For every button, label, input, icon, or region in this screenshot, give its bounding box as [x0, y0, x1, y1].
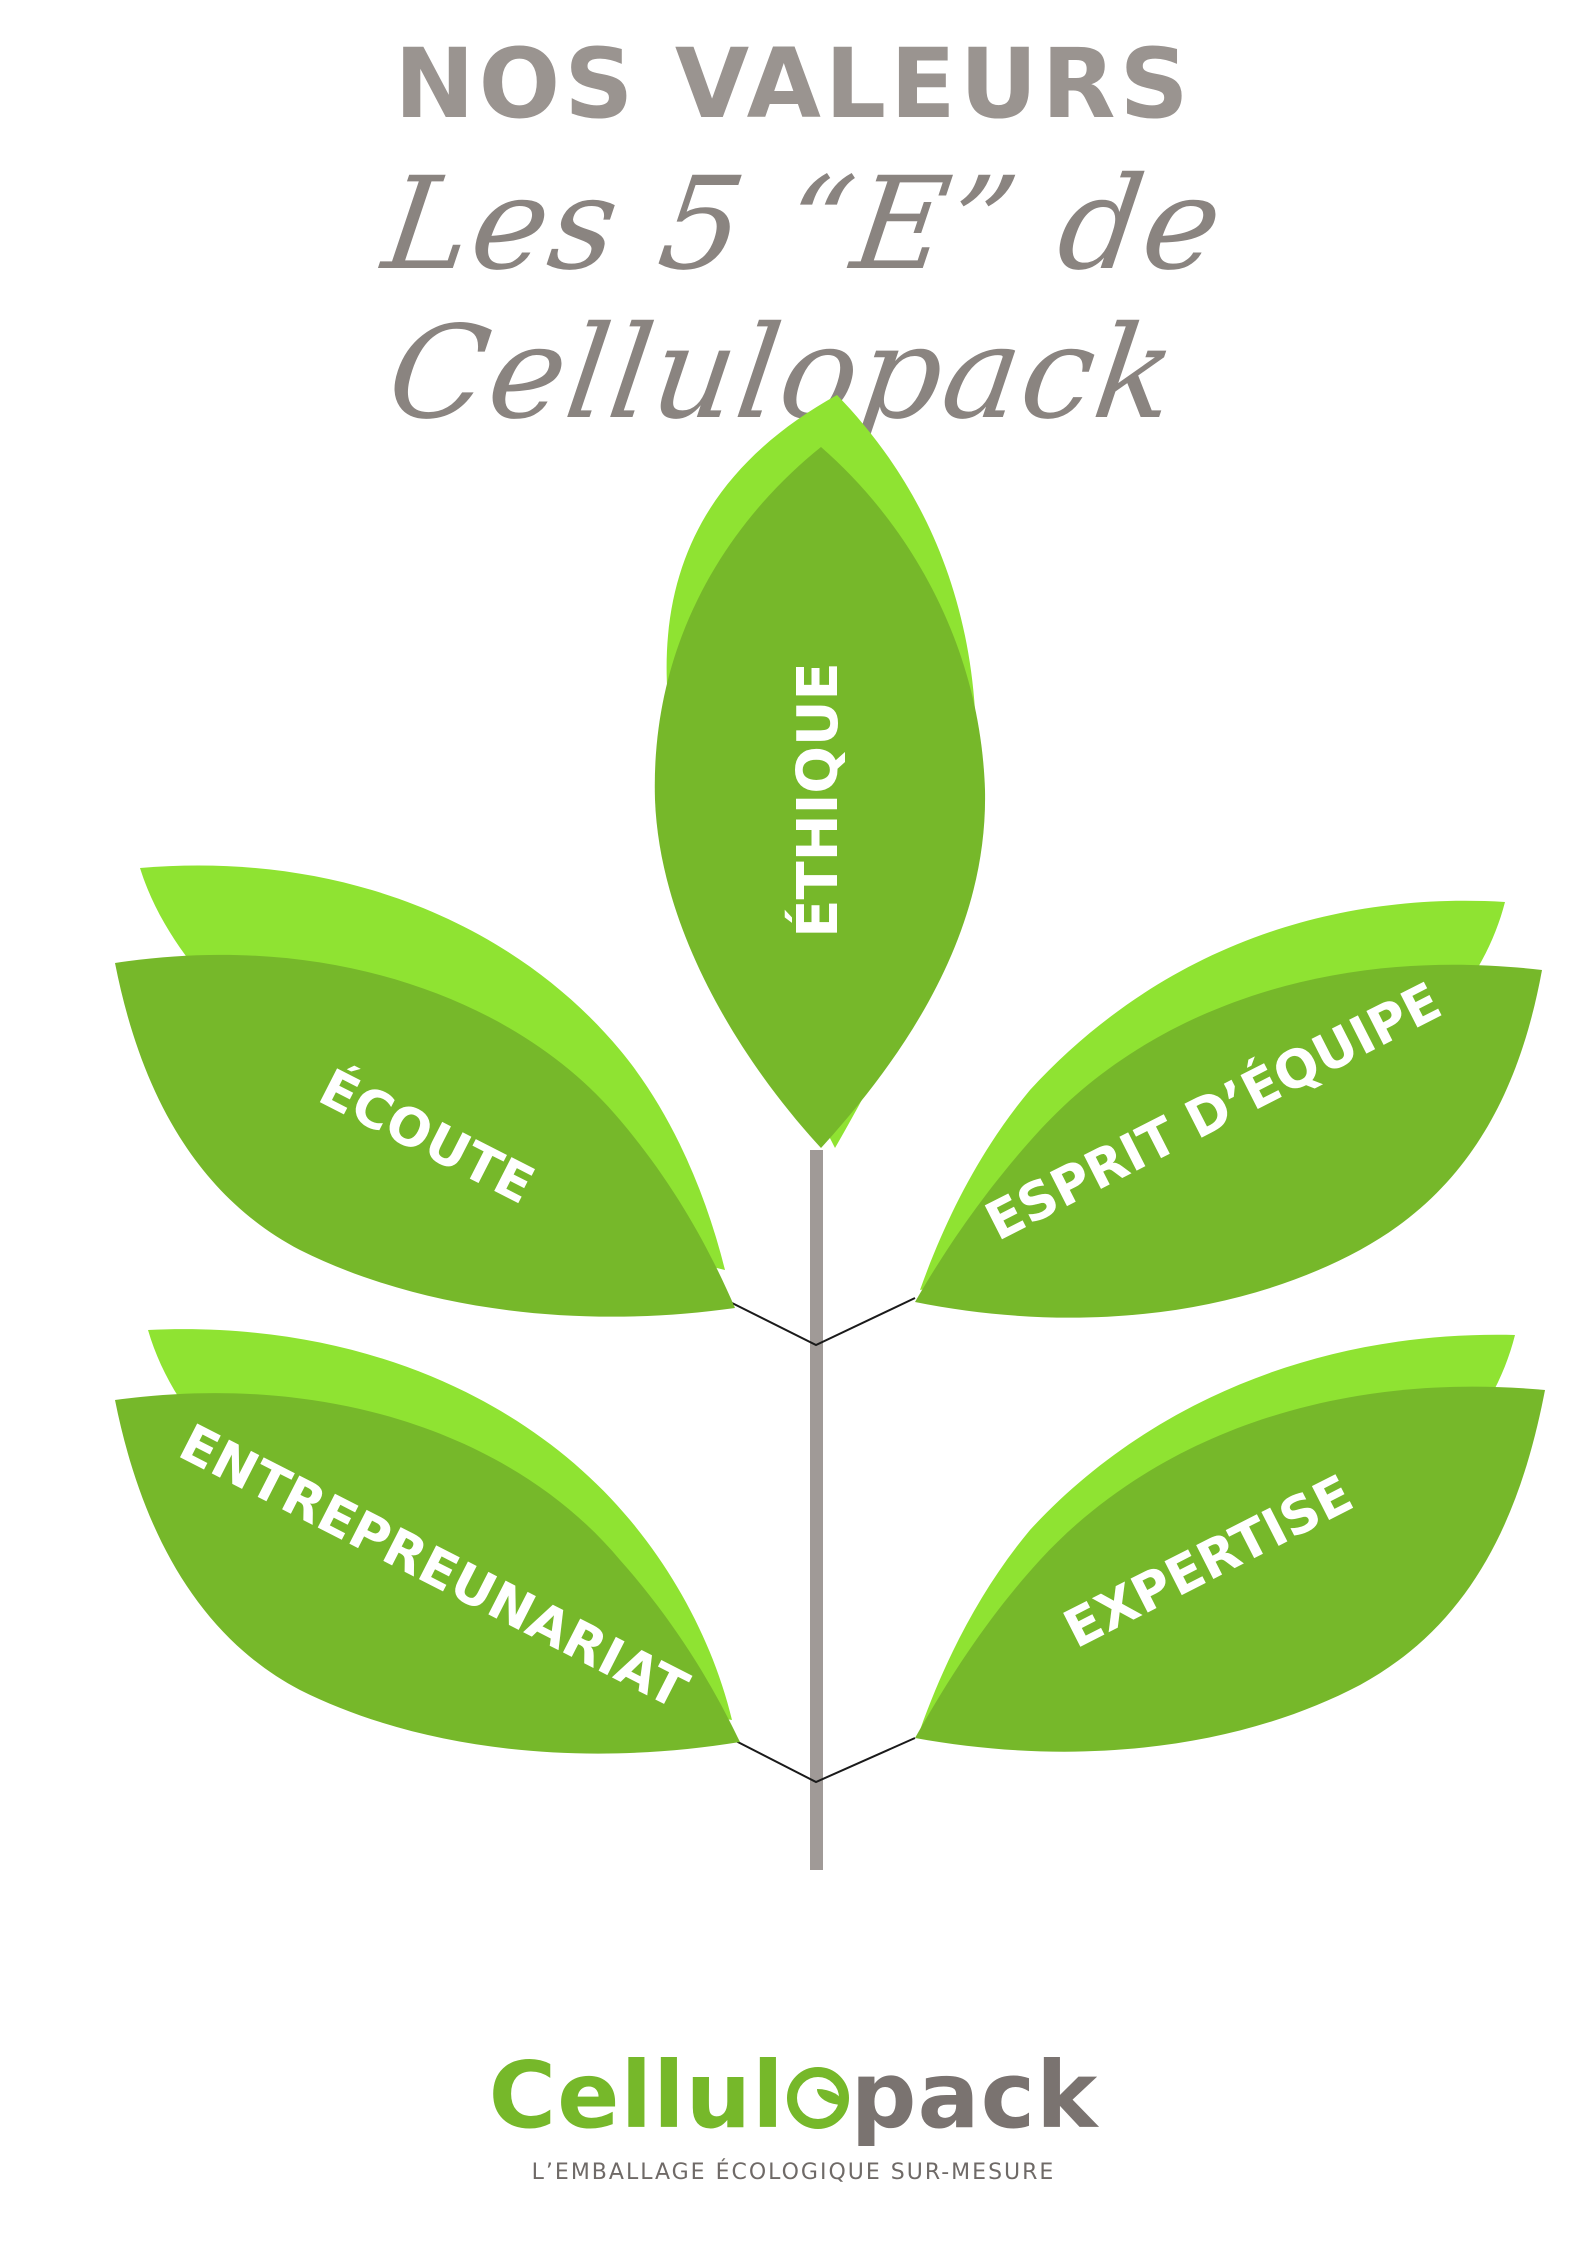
leaf-lower-right: EXPERTISE — [915, 1334, 1545, 1752]
leaf-lower-left: ENTREPREUNARIAT — [115, 1329, 740, 1754]
leaf-upper-left-body — [115, 954, 735, 1317]
logo-text-pack: pack — [850, 2042, 1099, 2149]
logo-inner-leaf-icon — [816, 2089, 843, 2105]
leaf-top-body — [654, 447, 986, 1148]
leaf-upper-right-body — [915, 964, 1542, 1318]
logo-text-cellul: Cellul — [488, 2042, 785, 2149]
tree-stem — [810, 1150, 823, 1870]
leaf-upper-left: ÉCOUTE — [115, 865, 735, 1317]
brand-tagline: L’EMBALLAGE ÉCOLOGIQUE SUR-MESURE — [531, 2160, 1056, 2185]
leaf-top-label: ÉTHIQUE — [785, 662, 851, 938]
leaf-lower-right-body — [915, 1386, 1545, 1752]
branch-lower — [729, 1737, 916, 1784]
leaf-lower-left-body — [115, 1393, 740, 1754]
leaf-top: ÉTHIQUE — [654, 395, 986, 1148]
page-title: NOS VALEURS — [394, 28, 1193, 140]
branch-upper — [729, 1297, 916, 1347]
branch-lines — [729, 1297, 916, 1784]
logo-leaf-o-icon — [786, 2067, 849, 2129]
leaf-upper-right: ESPRIT D’ÉQUIPE — [915, 900, 1542, 1318]
